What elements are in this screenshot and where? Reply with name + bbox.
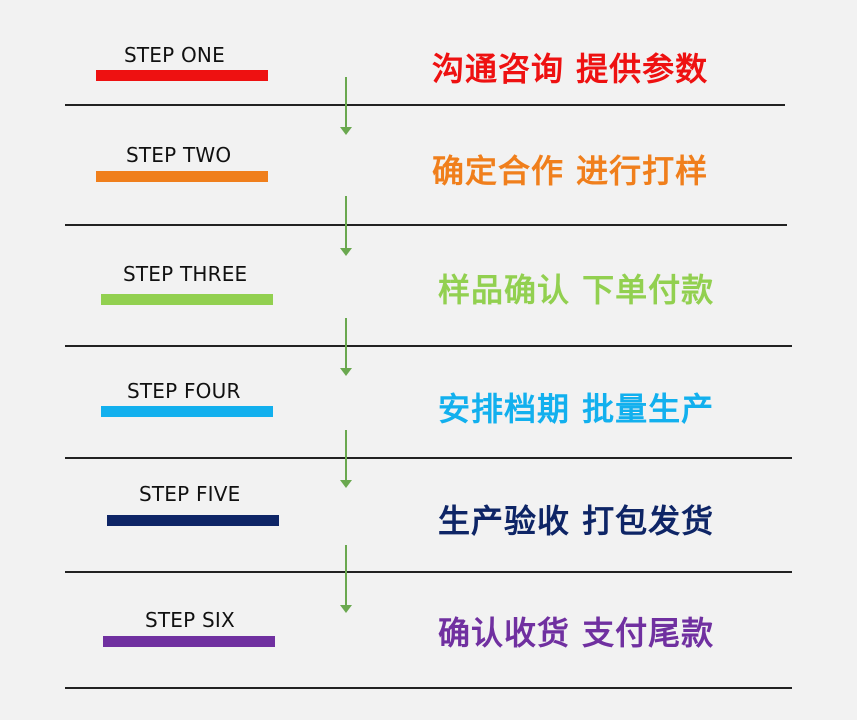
step-four-text: 安排档期 批量生产 [438,390,715,428]
step-six-text: 确认收货 支付尾款 [438,614,715,652]
arrow-down-icon [340,430,352,488]
step-two-text: 确定合作 进行打样 [432,152,709,190]
divider-6 [65,687,792,689]
arrow-down-icon [340,77,352,135]
divider-2 [65,224,787,226]
step-three-text: 样品确认 下单付款 [438,271,715,309]
divider-3 [65,345,792,347]
step-four-bar [101,406,273,417]
step-five-label: STEP FIVE [139,482,241,506]
step-one-text: 沟通咨询 提供参数 [432,50,709,88]
step-five-text: 生产验收 打包发货 [438,502,715,540]
step-six-label: STEP SIX [145,608,235,632]
step-four-label: STEP FOUR [127,379,241,403]
step-two-bar [96,171,268,182]
step-two-label: STEP TWO [126,143,232,167]
divider-4 [65,457,792,459]
arrow-down-icon [340,196,352,256]
step-one-bar [96,70,268,81]
arrow-down-icon [340,545,352,613]
arrow-down-icon [340,318,352,376]
divider-1 [65,104,785,106]
step-five-bar [107,515,279,526]
step-three-label: STEP THREE [123,262,248,286]
divider-5 [65,571,792,573]
step-three-bar [101,294,273,305]
step-one-label: STEP ONE [124,43,225,67]
step-six-bar [103,636,275,647]
